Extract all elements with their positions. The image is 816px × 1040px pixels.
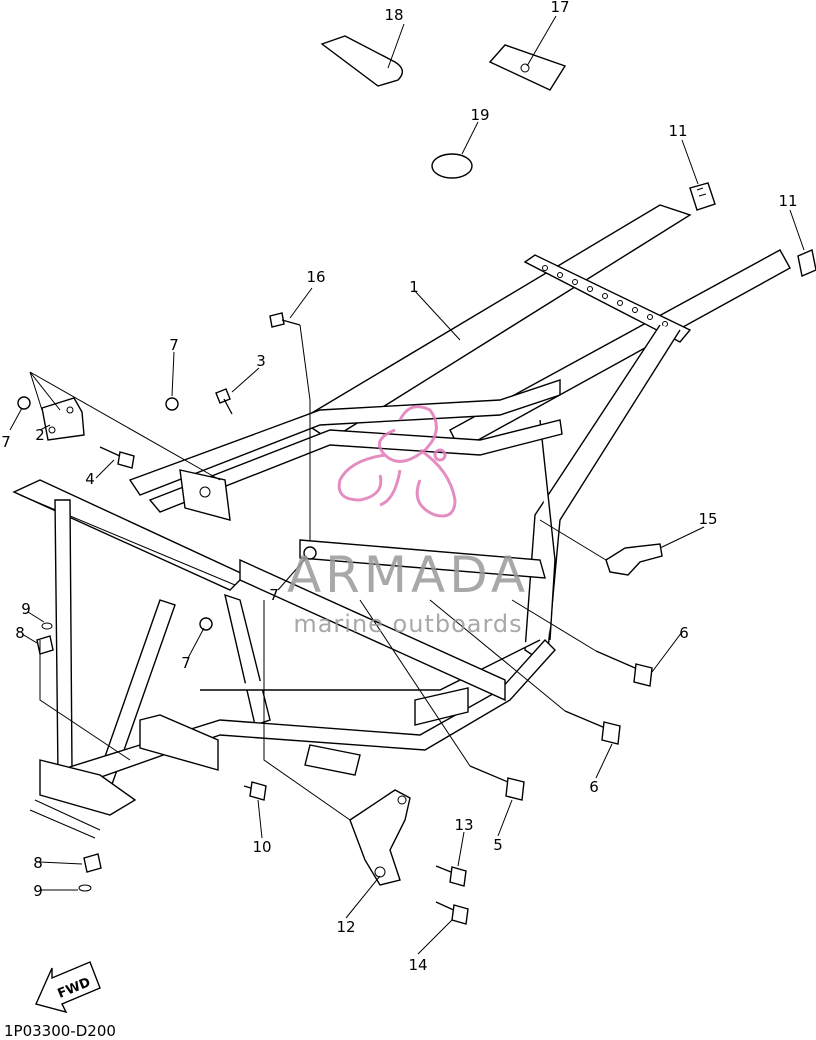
part-19-grommet bbox=[431, 153, 473, 179]
callout-9-upper: 9 bbox=[21, 600, 31, 618]
callout-8-upper: 8 bbox=[15, 624, 25, 642]
callout-7-lower: 7 bbox=[181, 654, 191, 672]
callout-17: 17 bbox=[550, 0, 569, 16]
watermark-logo-mark bbox=[337, 405, 457, 518]
callout-19: 19 bbox=[470, 106, 489, 124]
main-frame bbox=[12, 204, 791, 892]
callout-7-left: 7 bbox=[1, 433, 11, 451]
callout-18: 18 bbox=[384, 6, 403, 24]
callout-9-lower: 9 bbox=[33, 882, 43, 900]
callout-2: 2 bbox=[35, 426, 45, 444]
callout-10: 10 bbox=[252, 838, 271, 856]
bolt-5 bbox=[469, 765, 525, 801]
bolt-6-upper bbox=[595, 650, 653, 687]
callout-11-left: 11 bbox=[668, 122, 687, 140]
fwd-arrow: FWD bbox=[35, 961, 101, 1014]
part-11-cap-left bbox=[689, 182, 716, 211]
callout-15: 15 bbox=[698, 510, 717, 528]
callout-7-top: 7 bbox=[169, 336, 179, 354]
callout-16: 16 bbox=[306, 268, 325, 286]
part-17-plate bbox=[488, 44, 567, 91]
callout-14: 14 bbox=[408, 956, 427, 974]
bolt-6-lower bbox=[564, 710, 621, 745]
callout-4: 4 bbox=[85, 470, 95, 488]
watermark-brand: ARMADA bbox=[287, 546, 529, 604]
bolt-3 bbox=[215, 388, 233, 415]
watermark: ARMADA marine outboards bbox=[287, 405, 529, 638]
callout-5: 5 bbox=[493, 836, 503, 854]
callout-6-lower: 6 bbox=[589, 778, 599, 796]
part-18-seal-pad bbox=[320, 35, 403, 87]
diagram-code: 1P03300-D200 bbox=[4, 1022, 116, 1040]
bolt-16 bbox=[269, 312, 301, 328]
bolt-10 bbox=[243, 781, 267, 801]
callout-3: 3 bbox=[256, 352, 266, 370]
callout-6-upper: 6 bbox=[679, 624, 689, 642]
callout-labels: 18 17 19 11 11 16 1 7 3 7 2 4 15 9 8 7 7… bbox=[1, 0, 797, 974]
watermark-tagline: marine outboards bbox=[293, 610, 522, 638]
leader-lines bbox=[9, 15, 805, 955]
callout-7-mid: 7 bbox=[269, 586, 279, 604]
callout-12: 12 bbox=[336, 918, 355, 936]
callout-13: 13 bbox=[454, 816, 473, 834]
bolt-13 bbox=[435, 865, 467, 887]
callout-11-right: 11 bbox=[778, 192, 797, 210]
bolt-4 bbox=[99, 446, 135, 469]
callout-8-lower: 8 bbox=[33, 854, 43, 872]
part-11-cap-right bbox=[797, 249, 816, 277]
callout-1: 1 bbox=[409, 278, 419, 296]
bolt-14 bbox=[435, 901, 469, 925]
